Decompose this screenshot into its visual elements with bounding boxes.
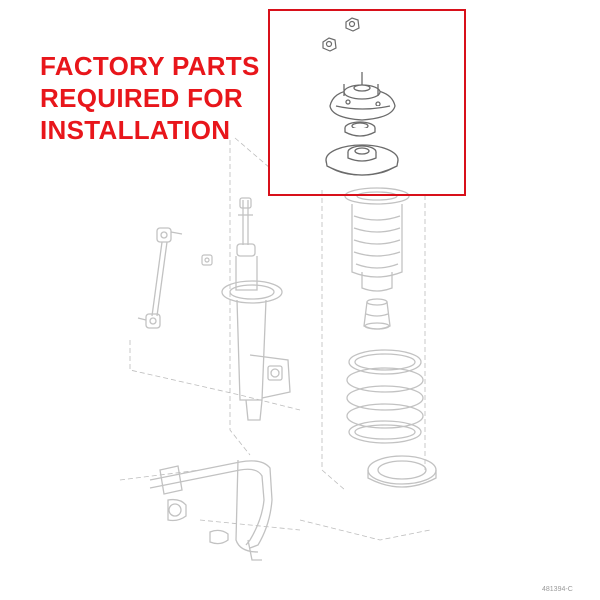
- bump-stop: [363, 298, 391, 330]
- callout-line-2: REQUIRED FOR: [40, 83, 243, 113]
- callout-line-1: FACTORY PARTS: [40, 51, 260, 81]
- stabilizer-link: [137, 227, 183, 329]
- lower-spring-seat: [367, 455, 437, 488]
- dust-boot: [344, 187, 410, 292]
- assembly-guide-lines: [119, 137, 431, 541]
- factory-parts-callout: FACTORY PARTS REQUIRED FOR INSTALLATION: [40, 50, 260, 146]
- coil-spring: [346, 349, 424, 444]
- flange-nut-lower: [322, 37, 337, 52]
- strut-bearing: [344, 121, 376, 137]
- strut-nut-small: [201, 254, 213, 266]
- diagram-reference-number: 481394-C: [542, 586, 573, 593]
- upper-spring-seat: [325, 144, 399, 176]
- callout-line-3: INSTALLATION: [40, 115, 231, 145]
- strut-assembly: [221, 197, 291, 421]
- flange-nut-upper: [345, 17, 360, 32]
- upper-strut-mount: [329, 72, 396, 121]
- stabilizer-bar: [149, 459, 273, 561]
- factory-parts-highlight-box: [268, 9, 466, 196]
